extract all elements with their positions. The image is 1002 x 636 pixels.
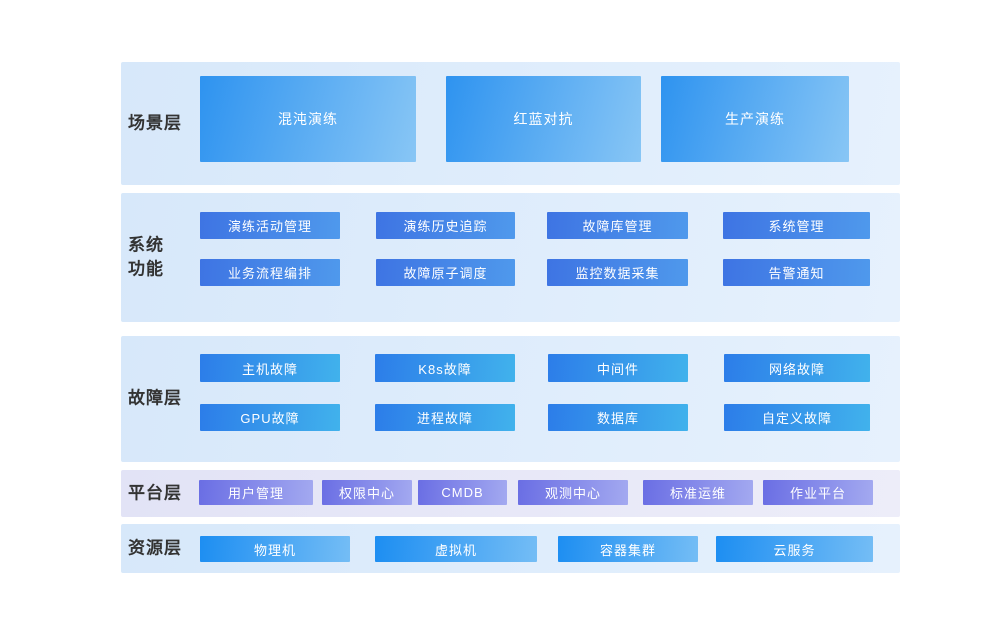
platform-box: 观测中心 [518, 480, 628, 505]
platform-box: 用户管理 [199, 480, 313, 505]
resource-box: 容器集群 [558, 536, 698, 562]
fault-box: 网络故障 [724, 354, 870, 382]
fault-box: 进程故障 [375, 404, 515, 431]
resource-box: 虚拟机 [375, 536, 537, 562]
fault-box: 中间件 [548, 354, 688, 382]
scenario-box: 红蓝对抗 [446, 76, 641, 162]
system-box: 故障库管理 [547, 212, 688, 239]
layer-resource-label: 资源层 [128, 538, 182, 558]
resource-box: 云服务 [716, 536, 873, 562]
scenario-box: 混沌演练 [200, 76, 416, 162]
layer-system: 系统 功能 演练活动管理 演练历史追踪 故障库管理 系统管理 业务流程编排 故障… [121, 193, 900, 322]
layer-system-label-line1: 系统 [128, 234, 164, 254]
system-box: 演练活动管理 [200, 212, 340, 239]
system-box: 系统管理 [723, 212, 870, 239]
layer-scenario-label: 场景层 [128, 113, 182, 133]
layer-system-label: 系统 功能 [128, 233, 206, 282]
layer-resource: 资源层 物理机 虚拟机 容器集群 云服务 [121, 524, 900, 573]
platform-box: 权限中心 [322, 480, 412, 505]
layer-fault: 故障层 主机故障 K8s故障 中间件 网络故障 GPU故障 进程故障 数据库 自… [121, 336, 900, 462]
system-box: 监控数据采集 [547, 259, 688, 286]
scenario-box: 生产演练 [661, 76, 849, 162]
platform-box: 标准运维 [643, 480, 753, 505]
layer-platform-label: 平台层 [128, 483, 182, 503]
fault-box: 数据库 [548, 404, 688, 431]
layer-scenario: 场景层 混沌演练 红蓝对抗 生产演练 [121, 62, 900, 185]
platform-box: CMDB [418, 480, 507, 505]
fault-box: 主机故障 [200, 354, 340, 382]
system-box: 告警通知 [723, 259, 870, 286]
platform-box: 作业平台 [763, 480, 873, 505]
system-box: 业务流程编排 [200, 259, 340, 286]
layer-platform: 平台层 用户管理 权限中心 CMDB 观测中心 标准运维 作业平台 [121, 470, 900, 517]
fault-box: GPU故障 [200, 404, 340, 431]
resource-box: 物理机 [200, 536, 350, 562]
fault-box: 自定义故障 [724, 404, 870, 431]
system-box: 演练历史追踪 [376, 212, 515, 239]
layer-system-label-line2: 功能 [128, 259, 164, 279]
system-box: 故障原子调度 [376, 259, 515, 286]
layer-fault-label: 故障层 [128, 388, 182, 408]
fault-box: K8s故障 [375, 354, 515, 382]
